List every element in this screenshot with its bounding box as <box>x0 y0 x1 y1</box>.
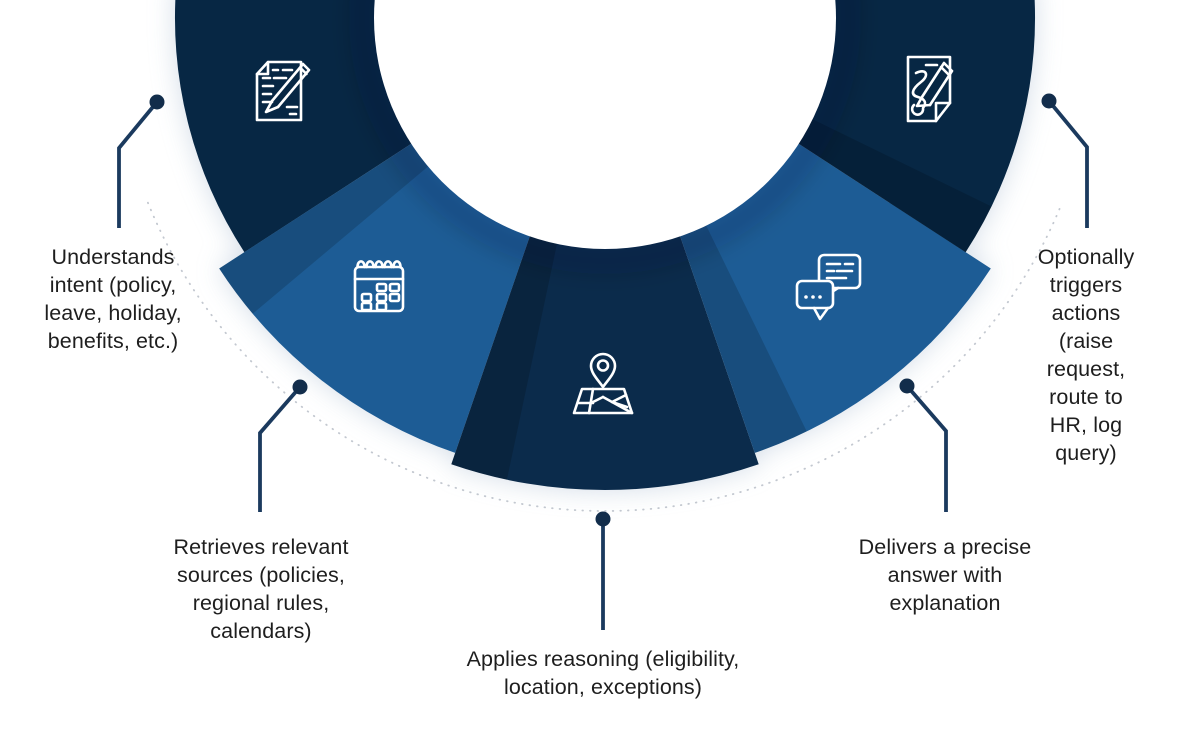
segment-boundary-shadow-1 <box>219 143 429 314</box>
connector-2 <box>258 385 302 512</box>
inner-circle <box>374 0 836 249</box>
chat-bubbles-icon <box>795 253 862 321</box>
step-5-label: Optionally triggers actions (raise reque… <box>1037 245 1135 465</box>
connector-1 <box>117 100 159 228</box>
dotted-arc <box>147 201 1063 512</box>
inner-rim-shadow <box>349 0 861 274</box>
segment-3-applies-reasoning <box>451 235 759 491</box>
step-4-label: Delivers a precise answer with explanati… <box>858 535 1032 615</box>
document-signature-icon <box>906 55 954 123</box>
step-1-label: Understands intent (policy, leave, holid… <box>44 245 182 353</box>
connector-dot-2 <box>292 379 308 395</box>
segment-boundary-shadow-4 <box>797 118 992 253</box>
step-2-label: Retrieves relevant sources (policies, re… <box>173 535 349 643</box>
segment-boundary-shadow-2 <box>451 235 558 480</box>
segment-1-understands-intent <box>174 0 413 253</box>
segment-boundary-shadow-3 <box>679 224 807 453</box>
step-3-label: Applies reasoning (eligibility, location… <box>466 647 740 699</box>
map-location-icon <box>572 352 634 415</box>
connector-group <box>117 93 1089 630</box>
connector-4 <box>905 384 948 512</box>
connector-dot-4 <box>899 378 915 394</box>
document-pencil-icon <box>255 60 311 122</box>
segment-5-triggers-actions <box>797 0 1036 253</box>
connector-5 <box>1047 99 1089 228</box>
connector-dot-1 <box>149 94 165 110</box>
connector-dot-5 <box>1041 93 1057 109</box>
connector-dot-3 <box>595 511 611 527</box>
calendar-icon <box>353 260 405 313</box>
